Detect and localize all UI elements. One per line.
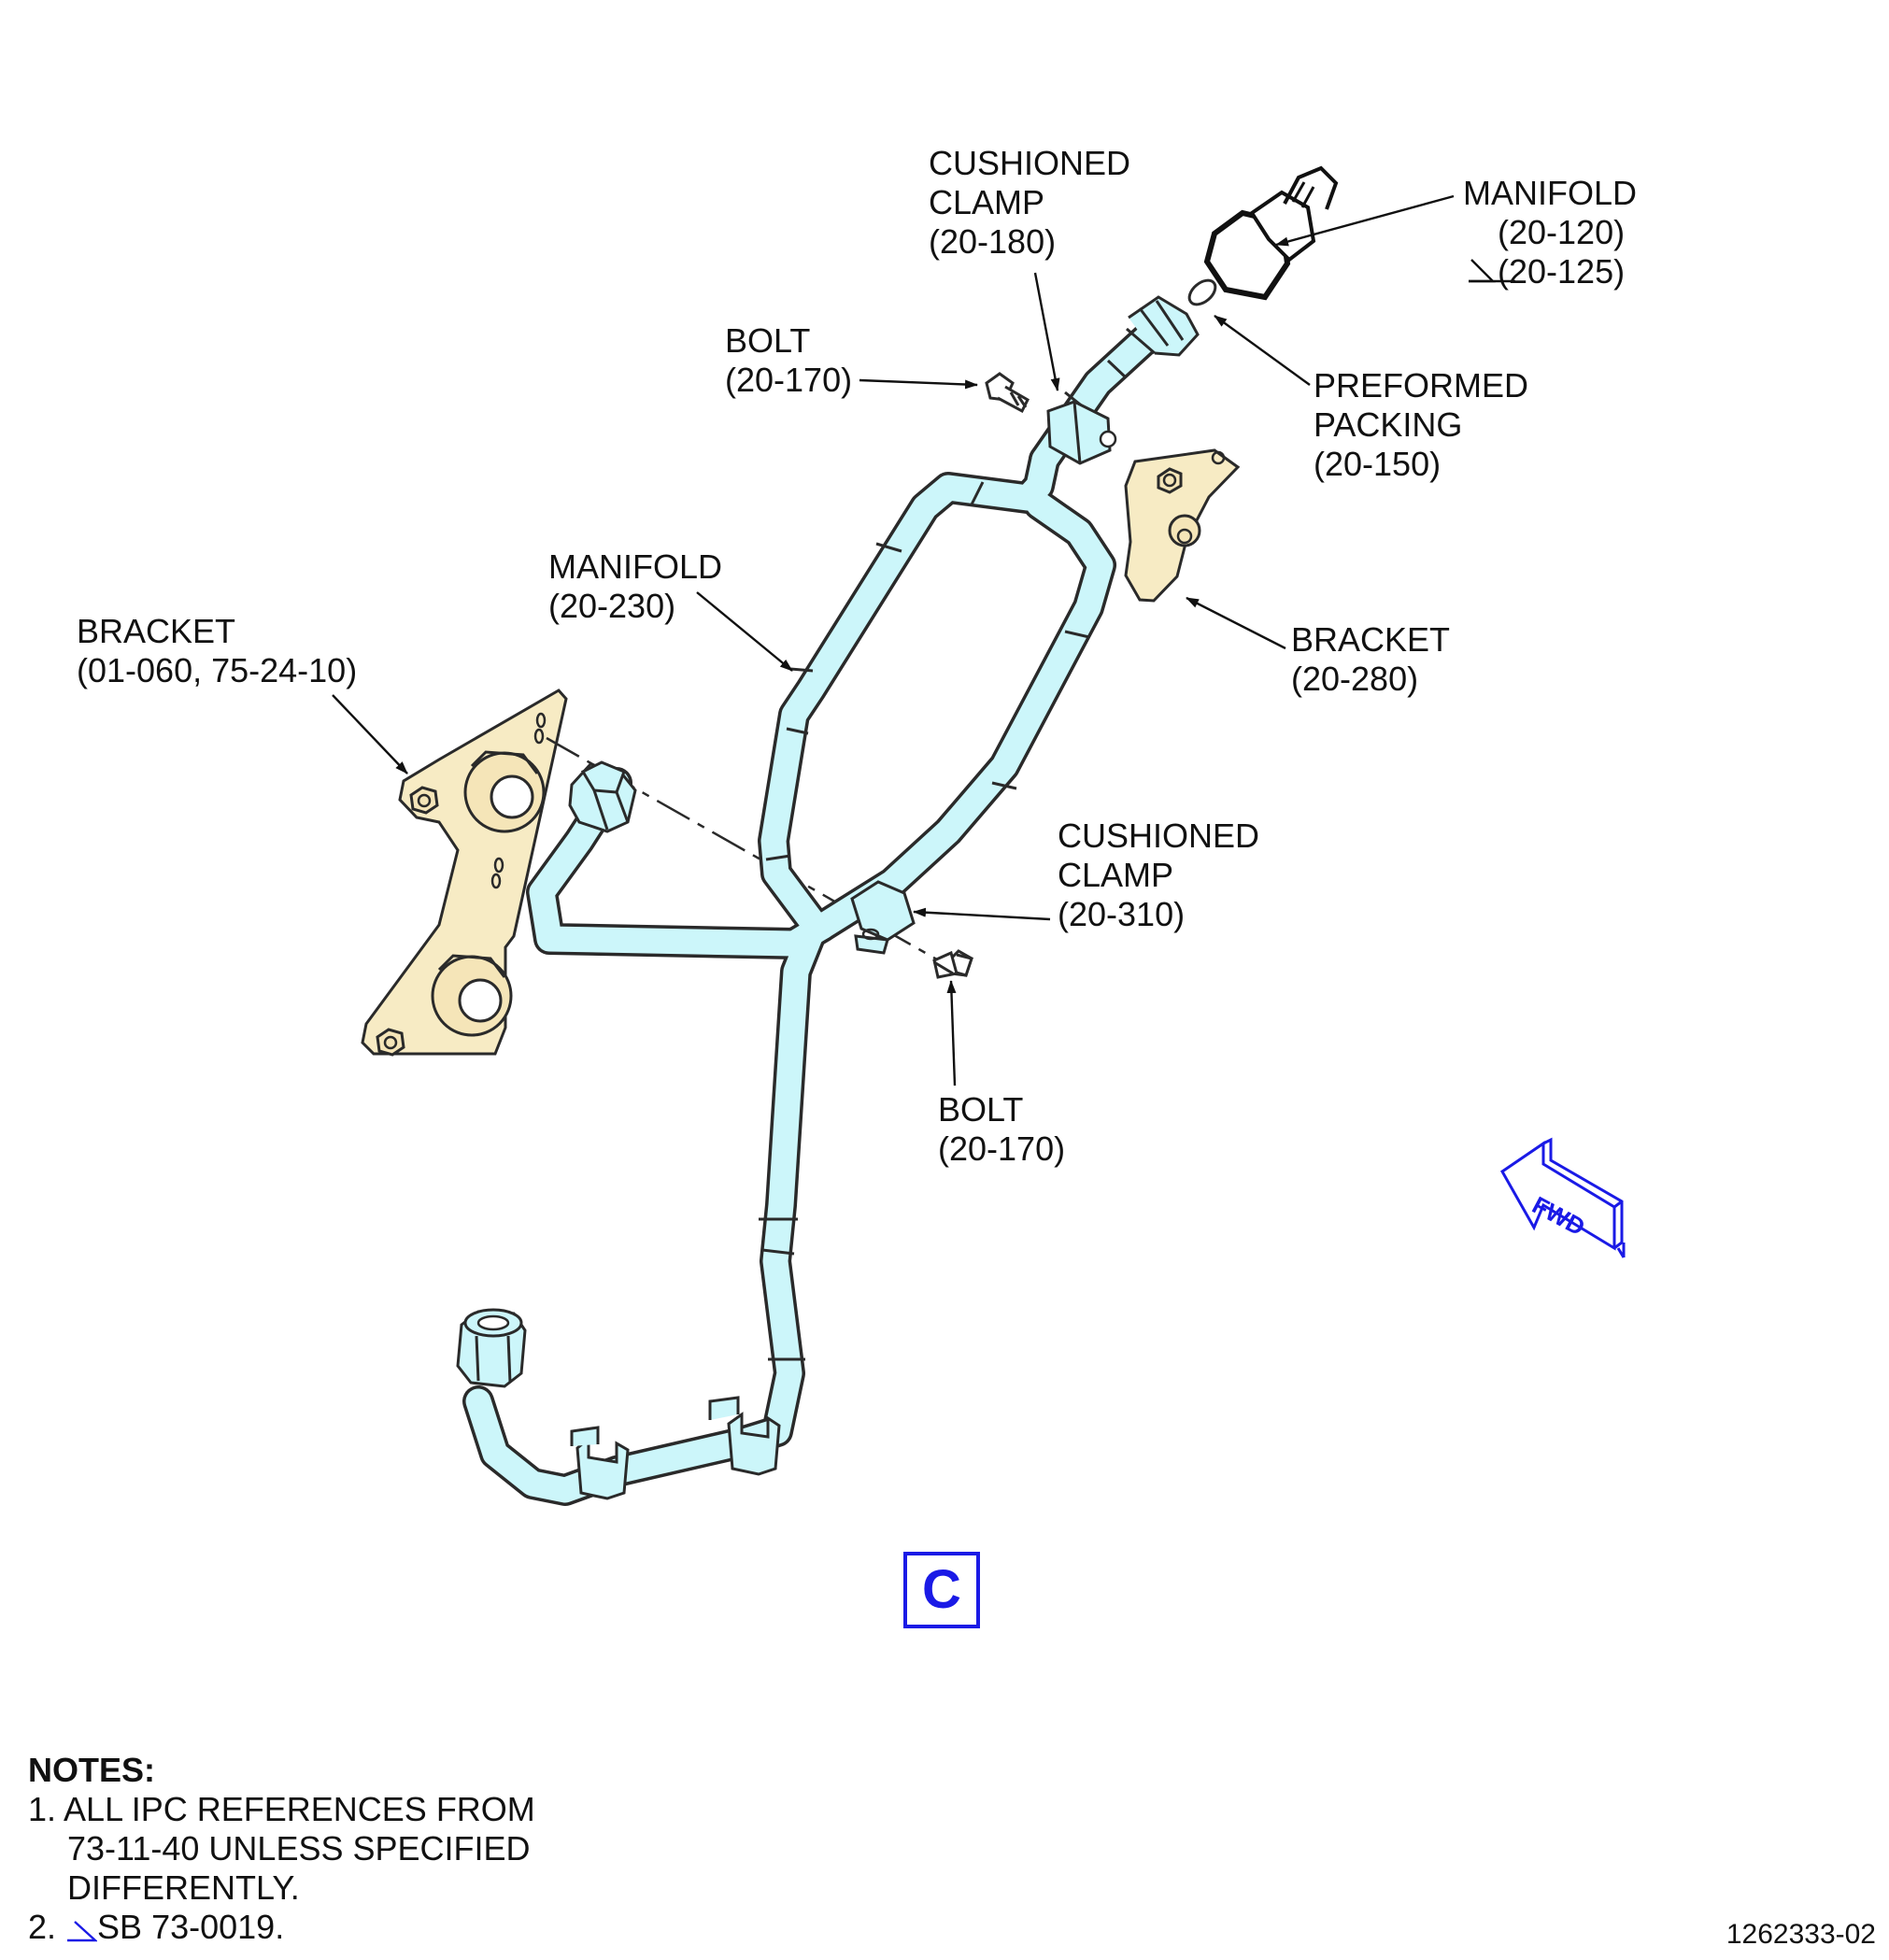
note-1-line-1: 1. ALL IPC REFERENCES FROM xyxy=(28,1790,535,1828)
bracket-left-boss-lower xyxy=(431,954,513,1037)
note-2: 2. SB 73-0019. xyxy=(28,1908,535,1947)
bracket-left-nut-upper xyxy=(409,786,439,815)
leader-lines xyxy=(332,194,1515,1087)
view-label: C xyxy=(922,1559,961,1620)
note-2-text: SB 73-0019. xyxy=(97,1908,285,1946)
manifold-20-120-fitting xyxy=(1203,165,1339,301)
notes-title: NOTES: xyxy=(28,1751,156,1789)
cushioned-clamp-20-310 xyxy=(850,880,916,955)
tube-clamp-lower-1 xyxy=(570,1426,630,1500)
bracket-right xyxy=(1124,448,1241,603)
manifold-20-230 xyxy=(462,316,1170,1506)
tube-clamp-lower-2 xyxy=(708,1396,781,1476)
callout-cushioned-clamp-mid: CUSHIONED CLAMP (20-310) xyxy=(1058,817,1269,933)
callout-manifold-main: MANIFOLD (20-230) xyxy=(548,547,731,625)
preformed-packing-20-150 xyxy=(1187,278,1217,306)
bracket-left-boss-upper xyxy=(463,750,546,833)
drawing-id: 1262333-02 xyxy=(1726,1919,1876,1950)
callout-bracket-right: BRACKET (20-280) xyxy=(1291,620,1458,698)
callout-bolt-top: BOLT (20-170) xyxy=(725,321,852,399)
sb-flag-icon xyxy=(1469,259,1496,283)
bolt-bottom xyxy=(932,949,973,979)
view-label-box: C xyxy=(903,1552,980,1628)
callout-bolt-bottom: BOLT (20-170) xyxy=(938,1090,1065,1168)
callout-cushioned-clamp-top: CUSHIONED CLAMP (20-180) xyxy=(929,144,1140,261)
callout-manifold-top: MANIFOLD (20-120) (20-125) xyxy=(1463,174,1646,291)
note-2-number: 2. xyxy=(28,1908,57,1946)
bracket-left xyxy=(361,689,568,1057)
bracket-left-nut-lower xyxy=(376,1028,405,1057)
tube-b-nut-lower xyxy=(456,1308,527,1388)
cushioned-clamp-20-180 xyxy=(1046,400,1117,465)
note-1-line-2: 73-11-40 UNLESS SPECIFIED xyxy=(67,1829,531,1868)
fwd-arrow-icon: FWD xyxy=(1500,1137,1626,1258)
tube-b-nut-upper xyxy=(568,760,637,833)
bolt-top xyxy=(985,372,1030,414)
sb-flag-blue-icon xyxy=(67,1921,98,1942)
manifold-end-fitting xyxy=(1126,295,1200,357)
note-1-line-3: DIFFERENTLY. xyxy=(67,1868,300,1907)
callout-preformed-packing: PREFORMED PACKING (20-150) xyxy=(1314,366,1538,483)
notes-block: NOTES: 1. ALL IPC REFERENCES FROM 73-11-… xyxy=(28,1751,535,1947)
callout-bracket-left: BRACKET (01-060, 75-24-10) xyxy=(77,612,357,689)
